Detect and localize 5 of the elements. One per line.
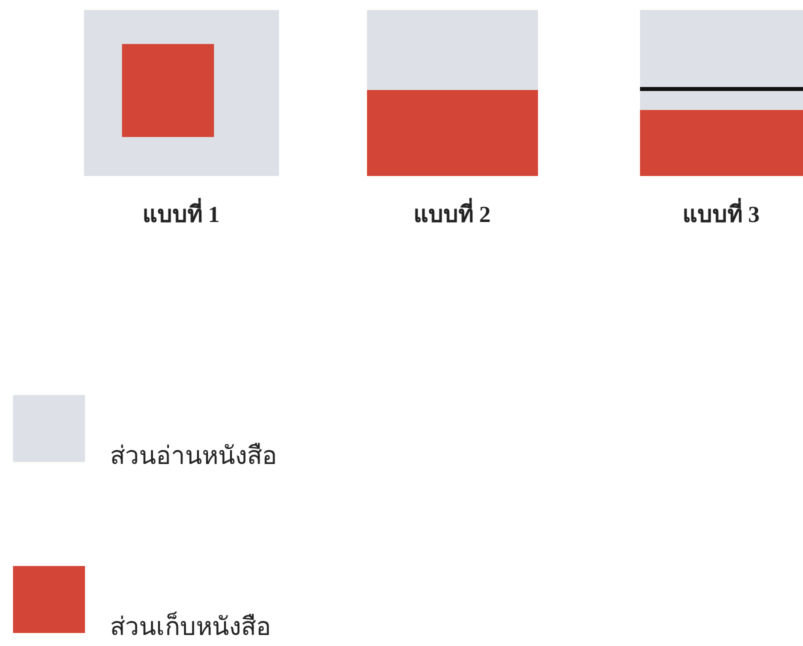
plan-caption: แบบที่ 2 [413, 196, 491, 232]
plan-caption: แบบที่ 1 [142, 196, 220, 232]
legend-label: ส่วนอ่านหนังสือ [110, 442, 277, 472]
plan-caption: แบบที่ 3 [682, 196, 760, 232]
legend-label: ส่วนเก็บหนังสือ [110, 606, 271, 646]
